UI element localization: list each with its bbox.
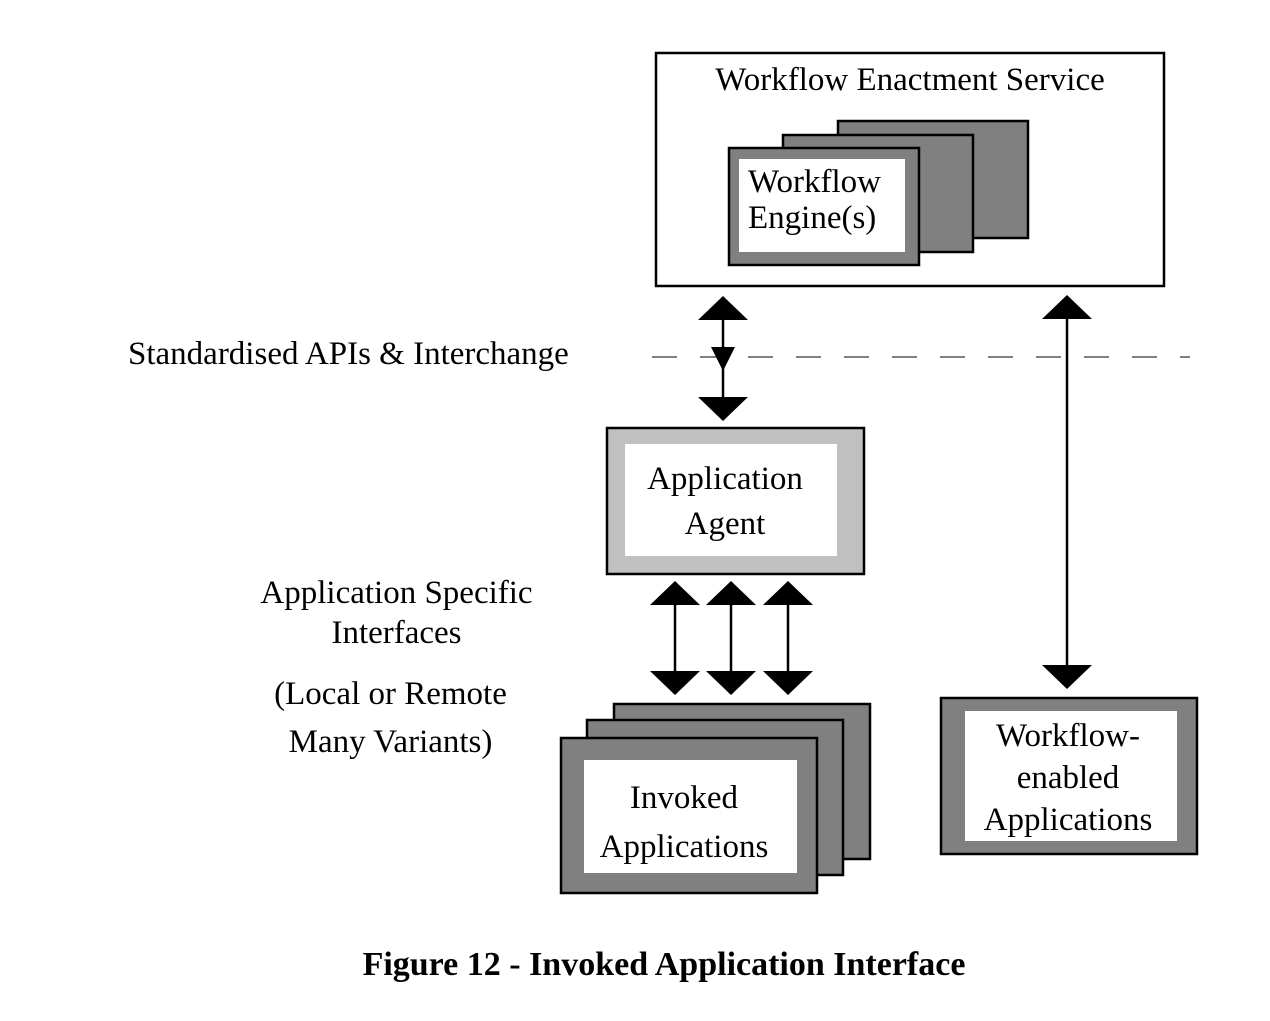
app-specific-variants-label: (Local or Remote Many Variants) <box>238 670 543 766</box>
application-agent-label-line-2: Agent <box>684 506 766 542</box>
agent-engine-arrow-midhead <box>711 347 735 371</box>
workflow-enabled-applications-label: Workflow- enabled Applications <box>965 715 1171 841</box>
workflow-enabled-line-1: Workflow- <box>996 718 1140 754</box>
invoked-apps-inner <box>584 760 797 873</box>
app-specific-variants-line-1: (Local or Remote <box>274 676 507 712</box>
application-agent-label: Application Agent <box>625 457 825 547</box>
workflow-engine-label-line-1: Workflow <box>748 164 881 200</box>
invoked-applications-line-1: Invoked <box>629 780 739 816</box>
workflow-enabled-line-2: enabled <box>1016 760 1120 796</box>
invoked-applications-label: Invoked Applications <box>584 774 784 872</box>
application-agent-label-line-1: Application <box>647 461 803 497</box>
invoked-applications-line-2: Applications <box>599 829 769 865</box>
standardised-apis-label: Standardised APIs & Interchange <box>128 336 569 372</box>
figure-caption: Figure 12 - Invoked Application Interfac… <box>362 946 966 983</box>
workflow-engine-label-line-2: Engine(s) <box>748 200 877 236</box>
app-specific-interfaces-line-1: Application Specific <box>260 575 533 611</box>
workflow-enabled-line-3: Applications <box>983 802 1153 838</box>
app-specific-interfaces-line-2: Interfaces <box>331 615 462 651</box>
workflow-enabled-apps-inner <box>965 711 1177 841</box>
app-specific-variants-line-2: Many Variants) <box>288 724 493 760</box>
workflow-engine-inner <box>739 159 905 252</box>
app-specific-interfaces-label: Application Specific Interfaces <box>244 573 549 653</box>
enactment-service-title: Workflow Enactment Service <box>715 62 1105 98</box>
application-agent-inner <box>625 444 837 556</box>
workflow-engine-label: Workflow Engine(s) <box>748 164 881 236</box>
